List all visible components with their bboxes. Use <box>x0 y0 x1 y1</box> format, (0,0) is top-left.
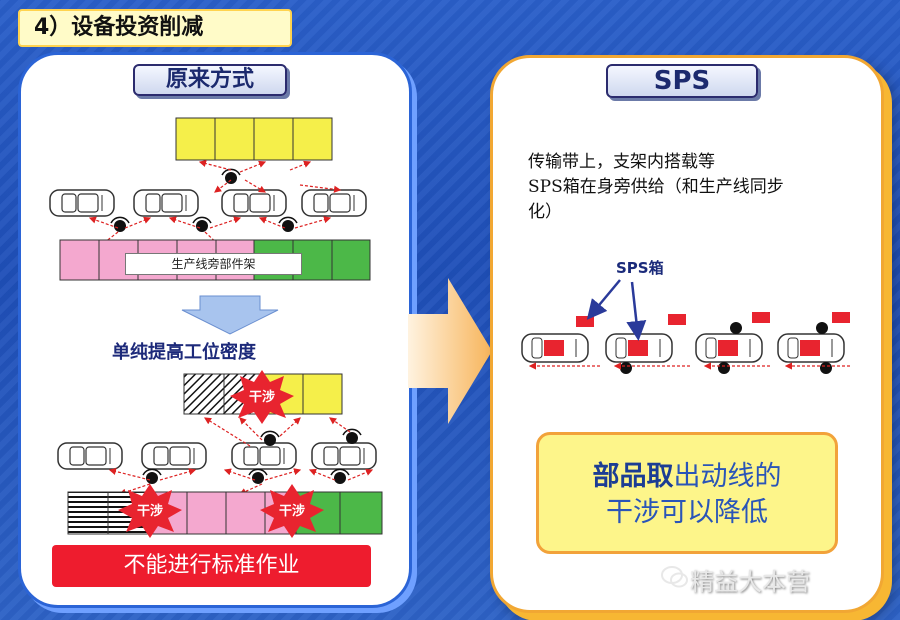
car-icon <box>777 333 845 363</box>
car-icon <box>57 442 123 470</box>
burst-label: 干涉 <box>137 503 163 519</box>
worker-icon <box>620 322 832 374</box>
line-side-parts-rack-dense <box>67 491 383 535</box>
page-title: 4）设备投资削减 <box>18 9 292 47</box>
sps-box-label: SPS箱 <box>616 259 664 277</box>
result-highlight: 部品取 <box>592 461 674 492</box>
arrow-down-icon <box>181 295 279 335</box>
worker-icon <box>330 468 350 485</box>
interference-burst: 干涉 <box>230 370 294 424</box>
yellow-rack-top <box>175 117 333 161</box>
right-panel-title: SPS <box>606 64 758 98</box>
watermark-text: 精益大本营 <box>690 568 810 596</box>
car-icon <box>695 333 763 363</box>
sps-pointer-arrows <box>586 279 647 341</box>
sps-description: 传输带上，支架内搭载等 SPS箱在身旁供给（和生产线同步 化） <box>528 152 784 222</box>
car-icon <box>49 189 115 217</box>
cannot-standard-work-banner: 不能进行标准作业 <box>52 545 371 587</box>
car-icon <box>133 189 199 217</box>
worker-icon <box>342 428 362 445</box>
left-panel-title: 原来方式 <box>133 64 287 96</box>
density-caption: 单纯提高工位密度 <box>112 342 256 363</box>
interference-burst: 干涉 <box>118 484 182 538</box>
movement-arrows-bottom <box>108 417 374 496</box>
burst-label: 干涉 <box>279 503 305 519</box>
car-icon <box>231 442 297 470</box>
worker-icon <box>192 216 212 233</box>
worker-icon <box>110 216 130 233</box>
sps-diagram <box>521 279 850 374</box>
result-line-1: 部品取出动线的 <box>539 459 835 495</box>
result-box: 部品取出动线的 干涉可以降低 <box>536 432 838 554</box>
worker-icon <box>278 216 298 233</box>
burst-label: 干涉 <box>249 389 275 405</box>
result-line-2: 干涉可以降低 <box>606 497 768 528</box>
rack-label: 生产线旁部件架 <box>125 253 302 275</box>
worker-icon <box>248 468 268 485</box>
worker-icon <box>221 168 241 185</box>
car-icon <box>605 333 673 363</box>
car-icon <box>311 442 377 470</box>
car-icon <box>141 442 207 470</box>
car-icon <box>221 189 287 217</box>
worker-icon <box>142 468 162 485</box>
car-icon <box>301 189 367 217</box>
result-line-1-rest: 出动线的 <box>673 461 782 492</box>
wechat-icon <box>661 566 688 588</box>
sps-box-icons <box>576 312 850 327</box>
left-diagram: 干涉 干涉 干涉 <box>49 117 383 538</box>
interference-burst: 干涉 <box>260 484 324 538</box>
car-icon <box>521 333 589 363</box>
arrow-right-icon <box>408 278 492 424</box>
movement-arrows-top <box>88 160 342 247</box>
